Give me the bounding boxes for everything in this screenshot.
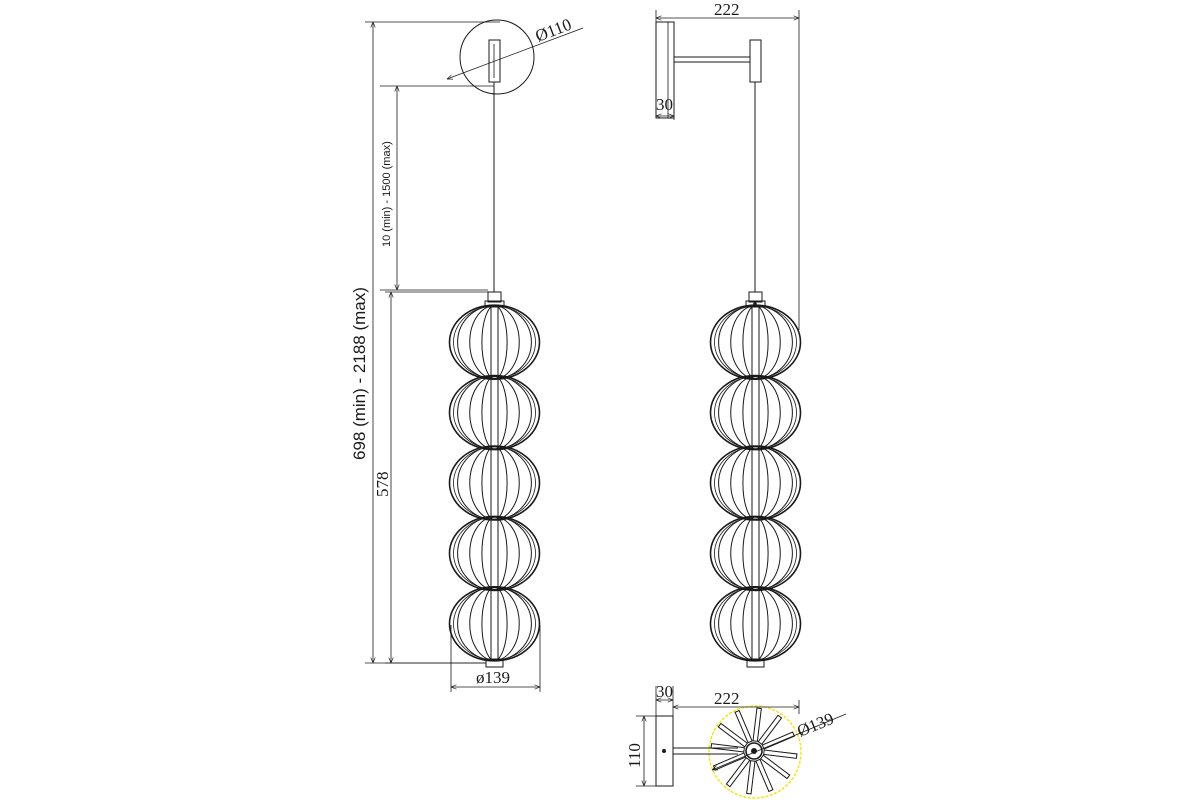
dim-front-shade-height: 578 bbox=[373, 291, 488, 664]
top-spoke bbox=[755, 758, 774, 793]
globe-shade bbox=[709, 585, 802, 662]
label-front-shade-diameter: ø139 bbox=[476, 668, 510, 687]
top-spoke bbox=[759, 754, 791, 780]
dim-top-base-depth: 30 bbox=[655, 682, 674, 716]
dim-side-base-depth: 30 bbox=[656, 95, 675, 120]
front-globes bbox=[448, 304, 541, 662]
top-spoke bbox=[717, 722, 749, 748]
top-spoke bbox=[763, 749, 798, 759]
dim-front-shade-diameter: ø139 bbox=[450, 625, 541, 692]
dim-side-width: 222 bbox=[655, 0, 800, 330]
globe-shade bbox=[448, 515, 541, 592]
globe-shade bbox=[448, 445, 541, 521]
globe-shade bbox=[448, 374, 541, 451]
side-globes bbox=[709, 304, 802, 662]
top-spoke bbox=[734, 709, 753, 744]
dim-front-total-height: 698 (min) - 2188 (max) bbox=[350, 21, 500, 664]
globe-shade bbox=[709, 304, 802, 381]
top-spoke bbox=[710, 743, 745, 753]
globe-shade bbox=[709, 515, 802, 592]
dim-front-cord-length: 10 (min) - 1500 (max) bbox=[380, 85, 494, 291]
label-side-base-depth: 30 bbox=[656, 95, 673, 114]
dim-top-base-height: 110 bbox=[625, 715, 656, 787]
front-wall-plate bbox=[459, 19, 535, 95]
top-hub bbox=[745, 742, 763, 760]
dim-top-width: 222 bbox=[673, 689, 800, 714]
label-top-width: 222 bbox=[714, 689, 740, 708]
front-view: 698 (min) - 2188 (max) 10 (min) - 1500 (… bbox=[350, 15, 584, 692]
label-side-width: 222 bbox=[714, 0, 740, 19]
top-spoke bbox=[746, 760, 756, 795]
top-view: 30 222 110 Ø139 bbox=[625, 682, 847, 799]
top-spoke bbox=[725, 756, 751, 788]
front-top-cap bbox=[487, 291, 502, 303]
top-spokes bbox=[710, 707, 798, 795]
top-wall-plate bbox=[655, 715, 674, 787]
label-top-shade-diameter: Ø139 bbox=[794, 709, 836, 741]
top-spoke bbox=[757, 714, 783, 746]
globe-shade bbox=[709, 445, 802, 521]
side-view: 222 30 bbox=[655, 0, 802, 668]
top-spoke bbox=[761, 731, 796, 750]
label-top-base-height: 110 bbox=[625, 743, 644, 768]
label-front-total-height: 698 (min) - 2188 (max) bbox=[350, 287, 369, 460]
label-front-cord-length: 10 (min) - 1500 (max) bbox=[381, 141, 393, 247]
label-top-base-depth: 30 bbox=[656, 682, 673, 701]
globe-shade bbox=[709, 374, 802, 451]
dim-top-shade-diameter: Ø139 bbox=[712, 709, 847, 771]
side-bracket bbox=[749, 39, 762, 83]
label-front-base-diameter: Ø110 bbox=[533, 15, 574, 46]
globe-shade bbox=[448, 585, 541, 662]
globe-shade bbox=[448, 304, 541, 381]
top-spoke bbox=[752, 707, 762, 742]
label-front-shade-height: 578 bbox=[373, 472, 392, 498]
